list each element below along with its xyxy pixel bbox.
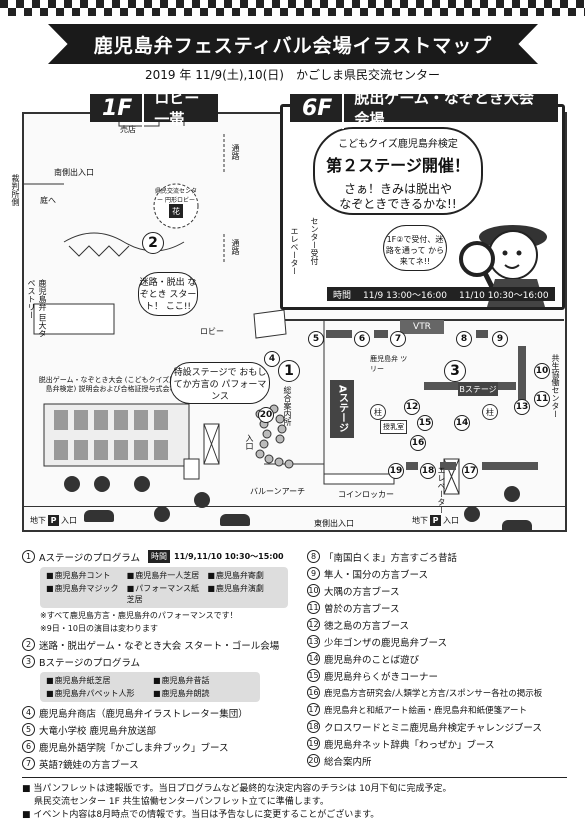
elevator-label: エレベーター <box>437 466 446 514</box>
courthouse-label: 裁判所側 <box>11 174 20 206</box>
stage-b: Bステージ <box>458 382 498 396</box>
footer-note-2: イベント内容は8月時点での情報です。当日は予告なしに変更することがございます。 <box>22 809 567 822</box>
atrium-label: 県民交流センター 円形ロビー <box>154 188 197 204</box>
coin-locker-label: コインロッカー <box>338 490 394 499</box>
legend-item-8: 8「南国白くま」方言すごろ昔話 <box>307 548 567 565</box>
marker-11: 11 <box>534 386 550 407</box>
info-center-label: 共生協働センター <box>551 354 560 418</box>
footer-notes: 当パンフレットは速報版です。当日プログラムなど最終的な決定内容のチラシは 10月… <box>22 777 567 822</box>
tapestry-label: 鹿児島弁 巨大タペストリー <box>27 279 47 338</box>
footer-note-1: 当パンフレットは速報版です。当日プログラムなど最終的な決定内容のチラシは 10月… <box>22 783 567 796</box>
marker-18: 18 <box>420 458 436 479</box>
escape-start-speech: 迷路・脱出 なぞとき スタート！ ここ!! <box>138 272 198 316</box>
marker-17: 17 <box>462 458 478 479</box>
marker-4: 4 <box>264 346 280 367</box>
marker-3: 3 <box>444 360 466 382</box>
title-banner: 鹿児島弁フェスティバル会場イラストマップ <box>48 24 538 64</box>
quiz-cloud: こどもクイズ鹿児島弁検定 第２ステージ開催！ さぁ！きみは脱出やなぞときできるか… <box>313 127 483 215</box>
marker-1: 1 <box>278 360 300 382</box>
checker-border-2 <box>0 8 585 16</box>
marker-7: 7 <box>390 326 406 347</box>
floor6-reception: センター受付 <box>310 217 319 265</box>
reception-bubble: 1F②で受付、迷路を通って から来てネ!! <box>383 225 447 271</box>
floor6-elevator: エレベーター <box>290 227 299 275</box>
balloon-arch-label: バルーンアーチ <box>250 487 306 496</box>
entrance-label: 入口 <box>245 434 254 450</box>
flower-label: 花 <box>169 204 183 218</box>
marker-13: 13 <box>514 394 530 415</box>
marker-8: 8 <box>456 326 472 347</box>
legend-note-2: ※9日・10日の演目は変わります <box>40 624 158 633</box>
vtr-label: VTR <box>400 320 444 334</box>
marker-5: 5 <box>308 326 324 347</box>
pillar-1: 柱 <box>370 404 386 420</box>
garden-label: 庭へ <box>40 196 56 205</box>
marker-20: 20 <box>258 402 274 423</box>
corridor-label-2: 通路 <box>231 239 240 255</box>
map-lines <box>24 114 564 495</box>
marker-19: 19 <box>388 458 404 479</box>
marker-6: 6 <box>354 326 370 347</box>
nursing-room: 授乳室 <box>380 420 407 434</box>
shop-label: 売店 <box>120 125 136 134</box>
stage-a: Aステージ <box>330 380 354 438</box>
escape-description: 脱出ゲーム・なぞとき大会 (こどもクイズ鹿児島弁検定) 説明会および合格証授与式… <box>38 376 184 393</box>
event-date: 2019 年 11/9(土),10(日) かごしま県民交流センター <box>145 68 440 82</box>
b-stage-programs: 鹿児島弁紙芝居鹿児島弁昔話 鹿児島弁パペット人形鹿児島弁朗読 <box>40 672 260 702</box>
marker-9: 9 <box>492 326 508 347</box>
floor6-panel: こどもクイズ鹿児島弁検定 第２ステージ開催！ さぁ！きみは脱出やなぞときできるか… <box>280 104 565 310</box>
floor6-time-bar: 時間 11/9 13:00〜16:00 11/10 10:30〜16:00 <box>327 287 555 301</box>
a-stage-programs: 鹿児島弁コント鹿児島弁一人芝居鹿児島弁寄劇 鹿児島弁マジックパフォーマンス紙芝居… <box>40 567 288 608</box>
legend-note-1: ※すべて鹿児島方言・鹿児島弁のパフォーマンスです！ <box>40 611 238 620</box>
floor-map: 売店 南側出入口 庭へ 県民交流センター 円形ロビー 花 通路 通路 鹿児島弁 … <box>11 112 567 532</box>
marker-14: 14 <box>454 410 470 431</box>
footer-note-1b: 県民交流センター 1F 共生協働センターパンフレット立てに準備します。 <box>34 797 329 807</box>
lobby-label: ロビー <box>200 327 224 336</box>
marker-12: 12 <box>404 394 420 415</box>
marker-2: 2 <box>142 232 164 254</box>
pillar-2: 柱 <box>482 404 498 420</box>
south-entrance: 南側出入口 <box>54 168 94 177</box>
marker-10: 10 <box>534 358 550 379</box>
marker-16: 16 <box>410 430 426 451</box>
page-title: 鹿児島弁フェスティバル会場イラストマップ <box>93 34 493 57</box>
corridor-label-1: 通路 <box>231 144 240 160</box>
info-desk-label: 総合案内所 <box>283 386 292 426</box>
marker-15: 15 <box>417 410 433 431</box>
east-entrance-label: 東側出入口 <box>314 519 354 528</box>
special-stage-speech: 特設ステージで おもしてか方言の パフォーマンス <box>170 362 270 404</box>
tree-label: 鹿児島弁 ツリー <box>370 355 408 373</box>
